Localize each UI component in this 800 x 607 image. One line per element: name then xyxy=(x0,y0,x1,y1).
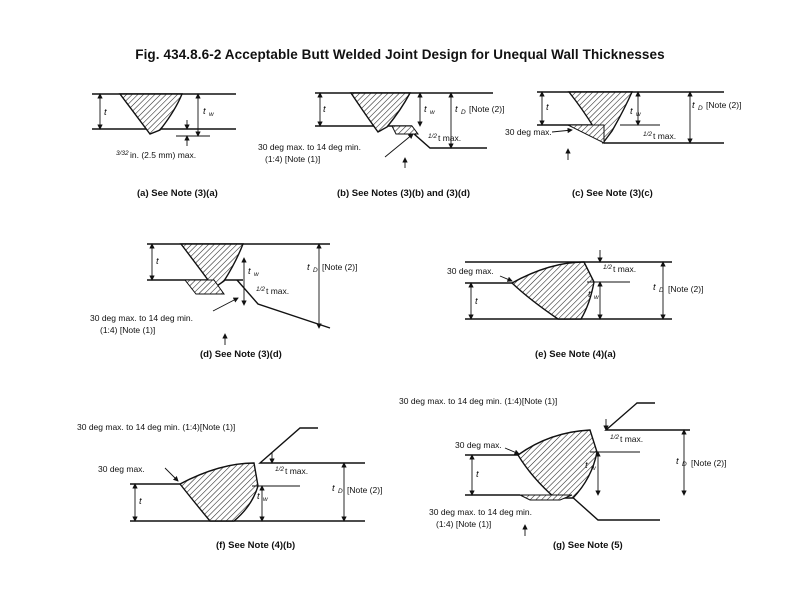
symbol-tD-sub-b: D xyxy=(461,109,466,116)
symbol-tD-sub-c: D xyxy=(698,105,703,112)
symbol-tw-sub-a: w xyxy=(209,111,215,118)
bevel-label-e: 30 deg max. xyxy=(447,266,494,276)
symbol-tD-f: t xyxy=(332,483,335,494)
taper-label-g-bottom: 30 deg max. to 14 deg min. xyxy=(429,507,532,517)
symbol-tw-sub-f: w xyxy=(263,496,269,503)
symbol-tw-b: t xyxy=(424,104,427,115)
joint-a: t t w 3/32 in. (2.5 mm) max. (a) See Not… xyxy=(92,93,236,199)
note2-g: [Note (2)] xyxy=(691,458,726,468)
half-frac-f: 1/2 xyxy=(275,466,284,473)
symbol-tD-d: t xyxy=(307,262,310,273)
caption-f: (f) See Note (4)(b) xyxy=(216,540,295,551)
symbol-t-e: t xyxy=(475,296,478,307)
half-frac-e: 1/2 xyxy=(603,264,612,271)
joint-b: t t w t D [Note (2)] 1/2 t max. 30 deg m… xyxy=(258,92,504,199)
taper-label-b: 30 deg max. to 14 deg min. xyxy=(258,142,361,152)
caption-c: (c) See Note (3)(c) xyxy=(572,188,653,199)
symbol-tD-b: t xyxy=(455,104,458,115)
label-offset-a: in. (2.5 mm) max. xyxy=(130,150,196,160)
symbol-tw-f: t xyxy=(257,491,260,502)
half-t-max-g: t max. xyxy=(620,434,643,444)
symbol-tw-e: t xyxy=(588,289,591,300)
symbol-tD-sub-e: D xyxy=(659,287,664,294)
symbol-tw-sub-g: w xyxy=(591,465,597,472)
note2-e: [Note (2)] xyxy=(668,284,703,294)
symbol-tw-g: t xyxy=(585,460,588,471)
fraction-3-32: 3/32 xyxy=(116,150,129,157)
symbol-t-d: t xyxy=(156,256,159,267)
half-t-max-e: t max. xyxy=(613,264,636,274)
caption-a: (a) See Note (3)(a) xyxy=(137,188,218,199)
taper-label-g-top: 30 deg max. to 14 deg min. (1:4)[Note (1… xyxy=(399,396,557,406)
half-frac-d: 1/2 xyxy=(256,286,265,293)
symbol-tw-c: t xyxy=(630,106,633,117)
joint-f: 30 deg max. to 14 deg min. (1:4)[Note (1… xyxy=(77,422,382,551)
symbol-tw-sub-d: w xyxy=(254,271,260,278)
half-frac-g: 1/2 xyxy=(610,434,619,441)
taper-label-f: 30 deg max. to 14 deg min. (1:4)[Note (1… xyxy=(77,422,235,432)
figure-title: Fig. 434.8.6-2 Acceptable Butt Welded Jo… xyxy=(135,47,665,62)
caption-b: (b) See Notes (3)(b) and (3)(d) xyxy=(337,188,470,199)
half-t-max-d: t max. xyxy=(266,286,289,296)
symbol-t-f: t xyxy=(139,496,142,507)
caption-g: (g) See Note (5) xyxy=(553,540,623,551)
joint-d: t t w t D [Note (2)] 1/2 t max. 30 deg m… xyxy=(90,243,357,360)
symbol-tD-c: t xyxy=(692,100,695,111)
symbol-tD-sub-g: D xyxy=(682,461,687,468)
symbol-tw-a: t xyxy=(203,106,206,117)
bevel-label-c: 30 deg max. xyxy=(505,127,552,137)
half-t-max-c: t max. xyxy=(653,131,676,141)
taper-ratio-g: (1:4) [Note (1)] xyxy=(436,519,491,529)
caption-d: (d) See Note (3)(d) xyxy=(200,349,282,360)
symbol-t-b: t xyxy=(323,104,326,115)
symbol-tD-sub-f: D xyxy=(338,488,343,495)
symbol-tw-d: t xyxy=(248,266,251,277)
joint-e: t t w 1/2 t max. t D [Note (2)] 30 deg m… xyxy=(447,250,703,360)
symbol-t-g: t xyxy=(476,469,479,480)
taper-ratio-b: (1:4) [Note (1)] xyxy=(265,154,320,164)
note2-b: [Note (2)] xyxy=(469,104,504,114)
taper-label-d: 30 deg max. to 14 deg min. xyxy=(90,313,193,323)
symbol-tD-sub-d: D xyxy=(313,267,318,274)
half-t-max-f: t max. xyxy=(285,466,308,476)
half-frac-b: 1/2 xyxy=(428,133,437,140)
joint-c: t t w t D [Note (2)] 1/2 t max. 30 deg m… xyxy=(505,91,741,199)
symbol-tD-g: t xyxy=(676,456,679,467)
symbol-t-c: t xyxy=(546,102,549,113)
symbol-tw-sub-c: w xyxy=(636,111,642,118)
joint-g: 30 deg max. to 14 deg min. (1:4)[Note (1… xyxy=(399,396,726,551)
note2-f: [Note (2)] xyxy=(347,485,382,495)
symbol-tw-sub-e: w xyxy=(594,294,600,301)
note2-d: [Note (2)] xyxy=(322,262,357,272)
symbol-t-a: t xyxy=(104,107,107,118)
symbol-tD-e: t xyxy=(653,282,656,293)
half-frac-c: 1/2 xyxy=(643,131,652,138)
half-t-max-b: t max. xyxy=(438,133,461,143)
bevel-label-g: 30 deg max. xyxy=(455,440,502,450)
note2-c: [Note (2)] xyxy=(706,100,741,110)
caption-e: (e) See Note (4)(a) xyxy=(535,349,616,360)
bevel-label-f: 30 deg max. xyxy=(98,464,145,474)
taper-ratio-d: (1:4) [Note (1)] xyxy=(100,325,155,335)
symbol-tw-sub-b: w xyxy=(430,109,436,116)
